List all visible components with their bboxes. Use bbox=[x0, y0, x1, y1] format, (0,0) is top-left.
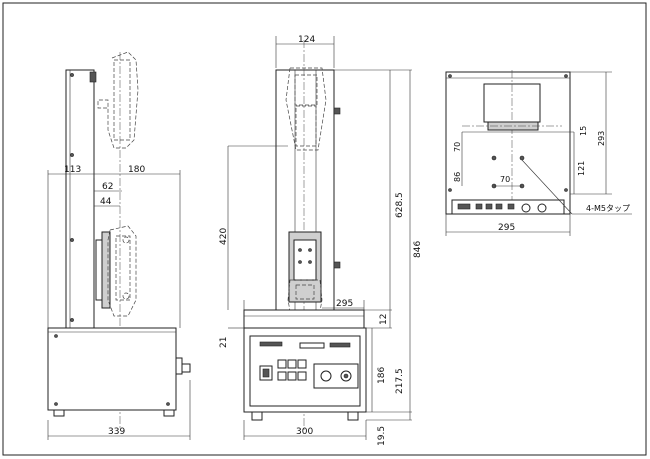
front-dim-19-5: 19.5 bbox=[377, 426, 387, 446]
front-dim-12: 12 bbox=[379, 314, 389, 325]
side-dim-339: 339 bbox=[108, 427, 125, 437]
top-dim-295: 295 bbox=[498, 223, 515, 233]
front-dim-186: 186 bbox=[377, 367, 387, 384]
top-dim-86: 86 bbox=[453, 172, 462, 182]
side-dim-113: 113 bbox=[64, 165, 81, 175]
top-dim-121: 121 bbox=[577, 161, 586, 176]
side-dim-62: 62 bbox=[102, 182, 113, 192]
top-view: 70 86 70 15 121 293 295 4-M5タップ bbox=[445, 70, 632, 236]
top-dim-15: 15 bbox=[579, 126, 588, 136]
front-dim-628-5: 628.5 bbox=[395, 192, 405, 218]
top-dim-70v: 70 bbox=[453, 142, 462, 152]
front-dim-420: 420 bbox=[219, 228, 229, 245]
front-dim-124: 124 bbox=[298, 35, 315, 45]
top-dim-70h: 70 bbox=[500, 175, 510, 184]
side-view: 113 180 62 44 339 bbox=[47, 51, 191, 440]
front-dim-21: 21 bbox=[219, 337, 229, 348]
tap-callout: 4-M5タップ bbox=[586, 204, 630, 213]
side-dim-180: 180 bbox=[128, 165, 145, 175]
front-dim-300: 300 bbox=[296, 427, 313, 437]
side-dim-44: 44 bbox=[100, 197, 112, 207]
front-dim-217-5: 217.5 bbox=[395, 368, 405, 394]
front-view: 124 420 628.5 846 295 12 21 186 217.5 19… bbox=[219, 35, 423, 446]
side-base bbox=[47, 327, 177, 411]
front-dim-846: 846 bbox=[413, 241, 423, 258]
front-dim-295: 295 bbox=[336, 299, 353, 309]
top-dim-293: 293 bbox=[597, 131, 606, 146]
